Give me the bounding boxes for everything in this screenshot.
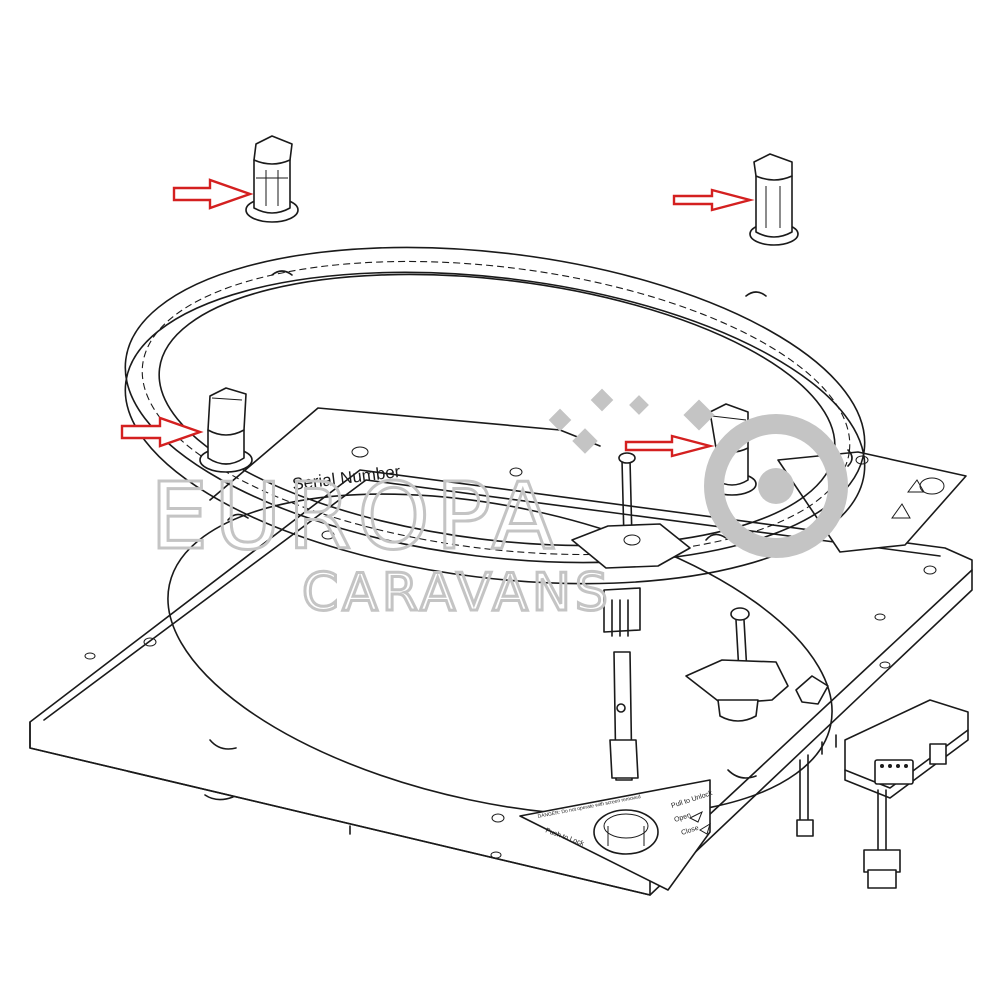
callout-arrow-3: [120, 416, 204, 448]
watermark-logo: [548, 388, 848, 558]
watermark-line-2: CARAVANS: [302, 563, 612, 623]
star-knob: [685, 607, 789, 722]
mounted-latch-left: [199, 387, 253, 473]
lock-instruction-label: Push to Lock Pull to Unlock Open Close D…: [519, 779, 714, 891]
callout-arrow-1: [172, 178, 254, 210]
europa-watermark: EUROPA CARAVANS: [149, 388, 848, 625]
lower-shaft: [609, 651, 639, 781]
watermark-line-1: EUROPA: [150, 463, 560, 570]
open-text: Open: [673, 812, 692, 824]
exploded-latch-right: [749, 153, 799, 246]
callout-arrow-2: [672, 188, 755, 212]
locking-pin-assembly: [571, 452, 691, 637]
circuit-board: [796, 699, 969, 889]
side-clip: [795, 675, 829, 705]
callout-arrow-4: [624, 434, 715, 458]
exploded-latch-left: [245, 135, 299, 223]
